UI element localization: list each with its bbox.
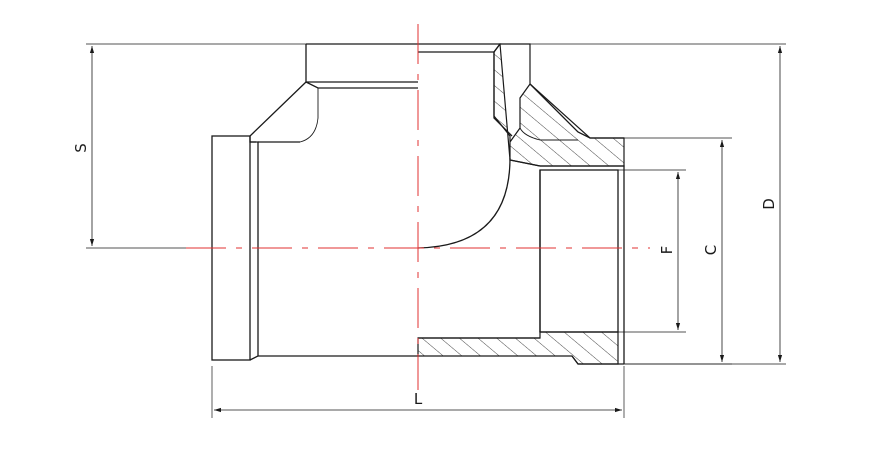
label-l: L: [414, 390, 423, 408]
dimension-c: C: [624, 137, 732, 365]
center-lines: [186, 24, 650, 390]
label-s: S: [72, 143, 90, 153]
dimension-f: F: [618, 169, 686, 333]
dimension-d: D: [530, 43, 786, 365]
top-wall-section: [493, 43, 625, 167]
bottom-wall-section: [417, 331, 619, 365]
label-d: D: [760, 198, 778, 210]
dimension-s: S: [72, 43, 306, 249]
tee-section-right: [417, 43, 625, 365]
label-c: C: [702, 245, 720, 255]
dimension-l: L: [211, 366, 625, 418]
label-f: F: [658, 246, 676, 255]
tee-outline-left: [211, 43, 418, 361]
